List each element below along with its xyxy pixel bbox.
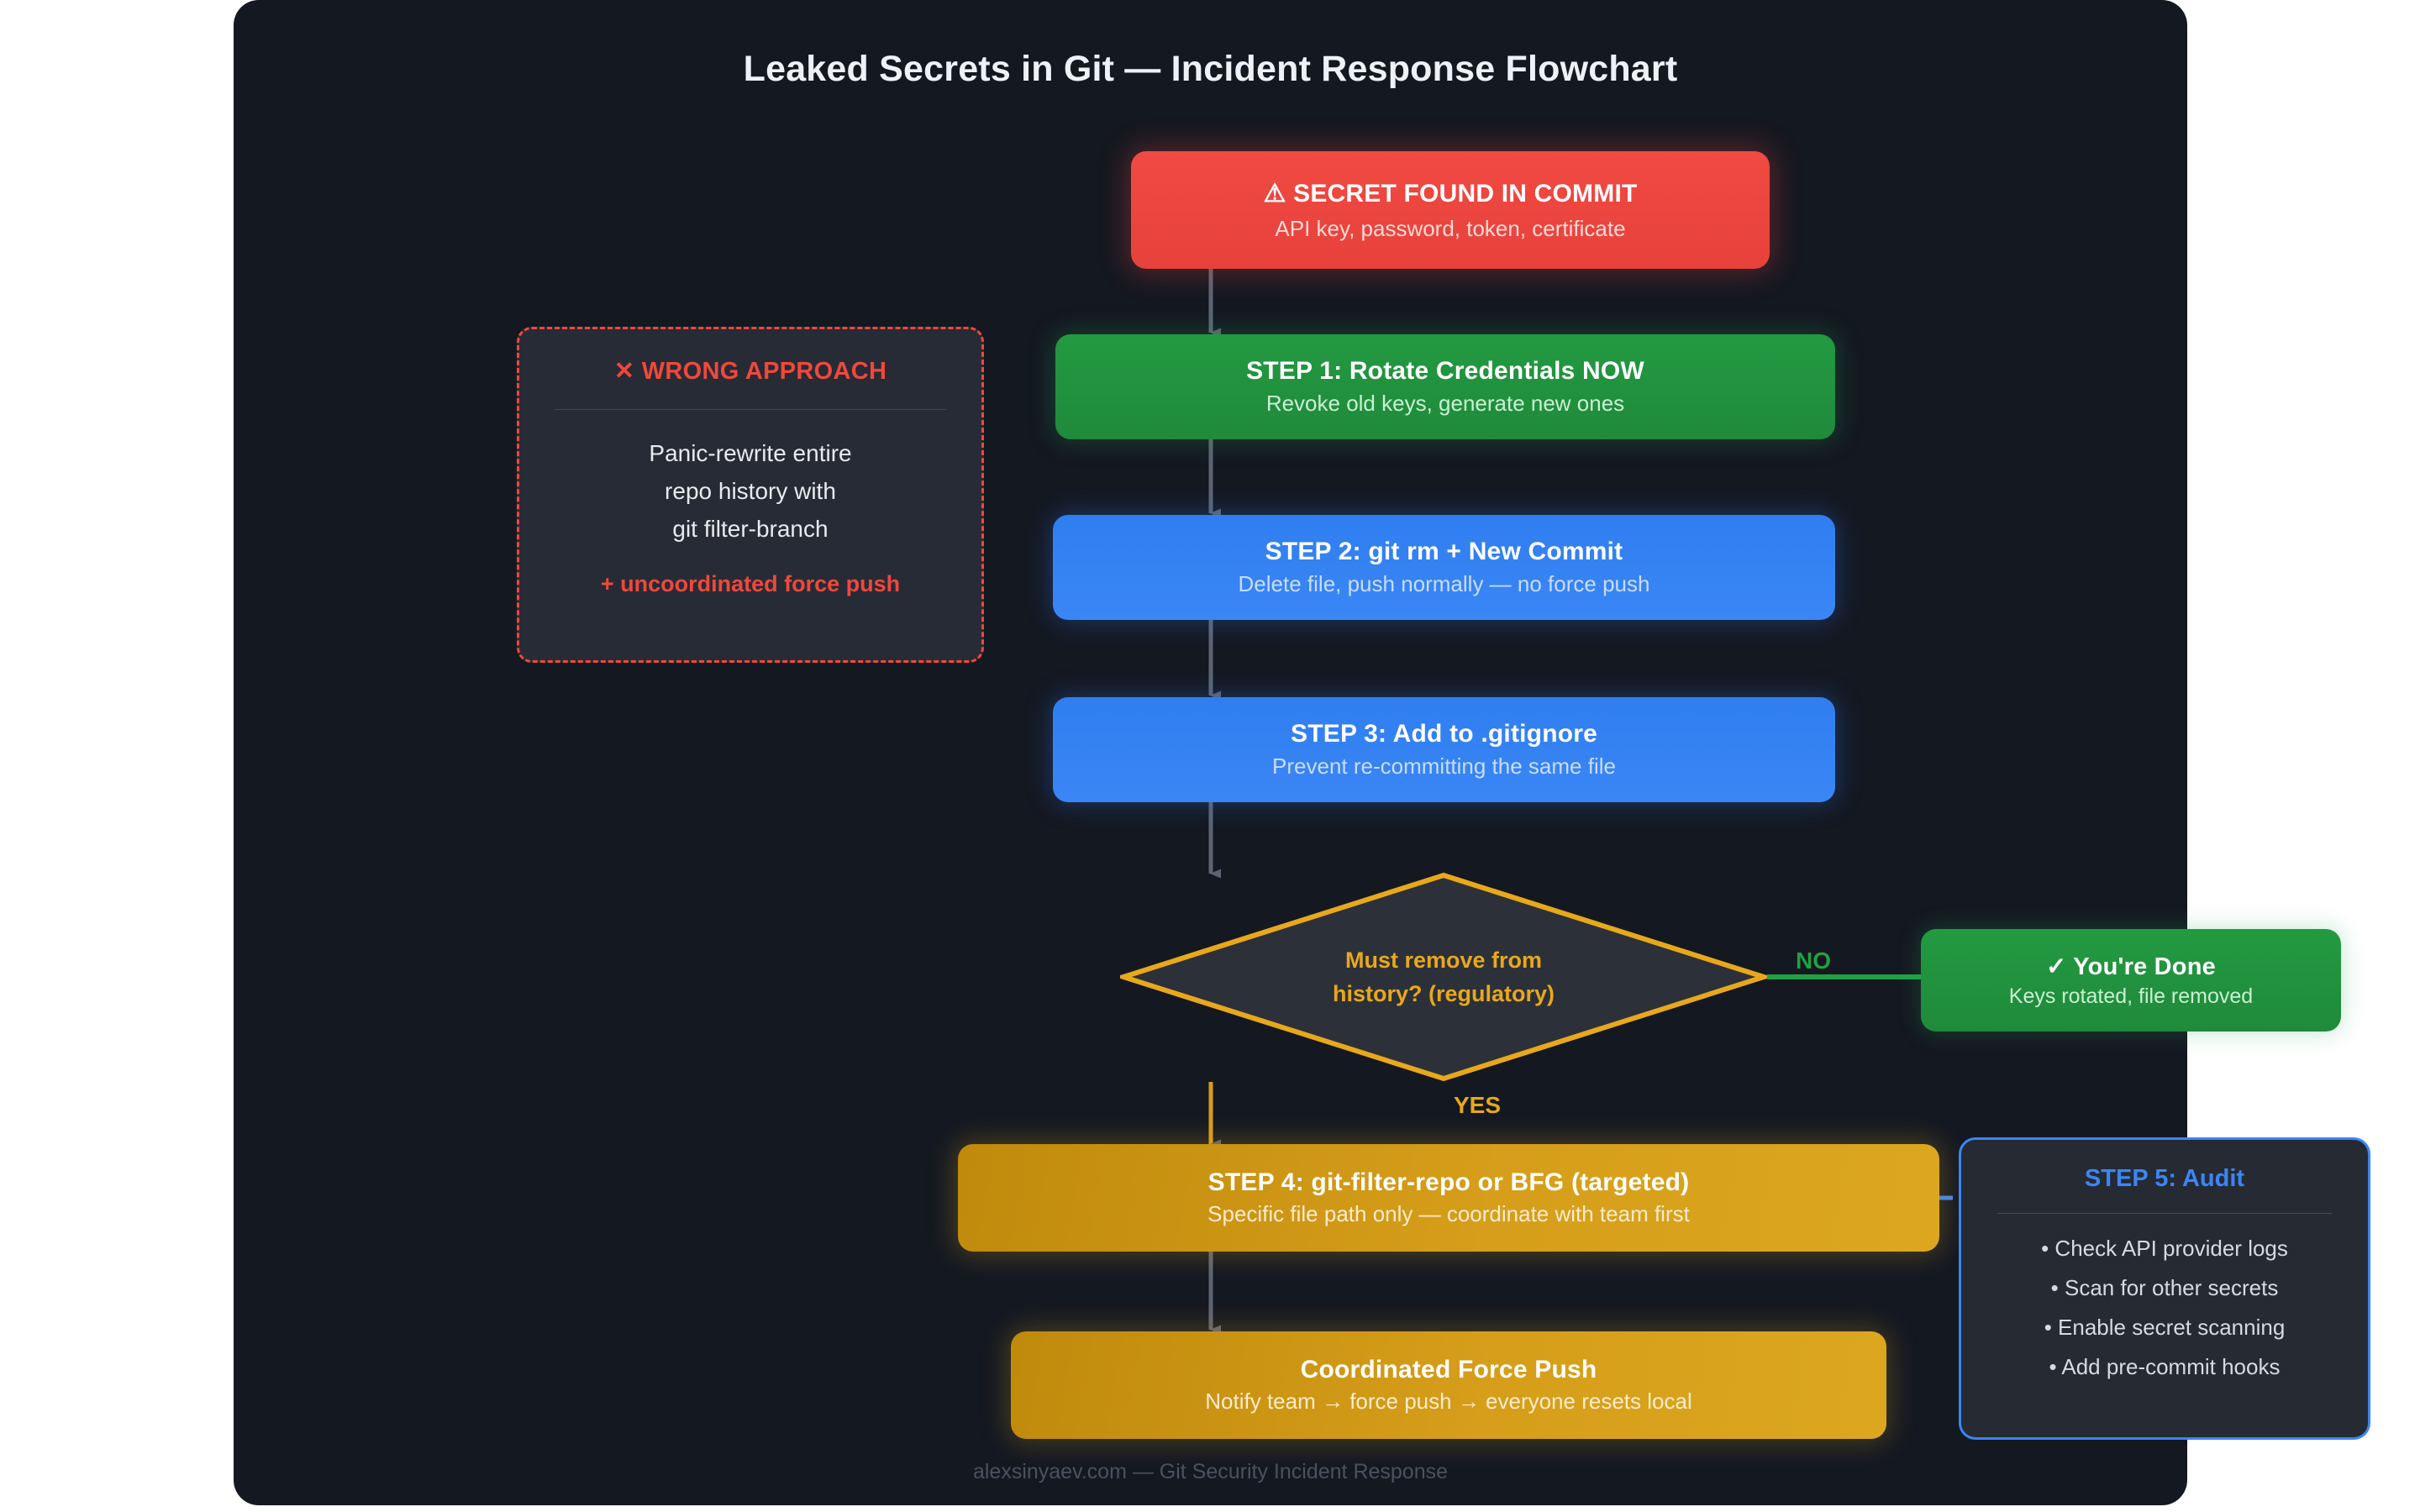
audit-divider <box>1997 1213 2332 1214</box>
done-title: ✓ You're Done <box>2046 953 2216 980</box>
audit-item: • Scan for other secrets <box>2050 1275 2279 1300</box>
wrong-approach-divider <box>555 409 946 410</box>
node-step-4-git-filter-repo[interactable]: STEP 4: git-filter-repo or BFG (targeted… <box>958 1144 1939 1252</box>
step4-subtitle: Specific file path only — coordinate wit… <box>1207 1201 1690 1226</box>
step3-title: STEP 3: Add to .gitignore <box>1291 720 1597 748</box>
node-step-1-rotate-credentials[interactable]: STEP 1: Rotate Credentials NOW Revoke ol… <box>1055 334 1835 439</box>
edge-label-yes: YES <box>1454 1092 1502 1118</box>
step4-title: STEP 4: git-filter-repo or BFG (targeted… <box>1207 1168 1690 1196</box>
wrong-approach-footer: + uncoordinated force push <box>600 571 901 597</box>
step1-title: STEP 1: Rotate Credentials NOW <box>1246 357 1644 385</box>
audit-item-list: • Check API provider logs • Scan for oth… <box>2041 1236 2288 1380</box>
audit-title: STEP 5: Audit <box>2084 1165 2245 1192</box>
wrong-approach-body: Panic-rewrite entire repo history with g… <box>649 435 851 548</box>
node-step-2-git-rm-new-commit[interactable]: STEP 2: git rm + New Commit Delete file,… <box>1053 515 1835 620</box>
force-push-title: Coordinated Force Push <box>1300 1356 1597 1383</box>
footer-credit: alexsinyaev.com — Git Security Incident … <box>972 1460 1449 1483</box>
step1-subtitle: Revoke old keys, generate new ones <box>1265 391 1625 416</box>
page-title: Leaked Secrets in Git — Incident Respons… <box>743 49 1678 89</box>
done-subtitle: Keys rotated, file removed <box>2008 984 2254 1008</box>
wrong-approach-line-1: Panic-rewrite entire <box>649 440 852 466</box>
alert-title: ⚠ SECRET FOUND IN COMMIT <box>1263 179 1638 207</box>
audit-item: • Check API provider logs <box>2041 1236 2288 1261</box>
force-push-subtitle: Notify team → force push → everyone rese… <box>1205 1389 1692 1414</box>
audit-item: • Enable secret scanning <box>2044 1315 2286 1340</box>
audit-item: • Add pre-commit hooks <box>2049 1354 2281 1379</box>
wrong-approach-line-3: git filter-branch <box>672 515 829 542</box>
node-step-3-add-to-gitignore[interactable]: STEP 3: Add to .gitignore Prevent re-com… <box>1053 697 1835 802</box>
card-step-5-audit: STEP 5: Audit • Check API provider logs … <box>1959 1137 2370 1440</box>
wrong-approach-line-2: repo history with <box>665 477 836 504</box>
step2-subtitle: Delete file, push normally — no force pu… <box>1238 571 1650 596</box>
node-decision-must-remove-history[interactable]: Must remove from history? (regulatory) <box>1120 872 1767 1082</box>
step3-subtitle: Prevent re-committing the same file <box>1272 753 1616 779</box>
card-wrong-approach: ✕ WRONG APPROACH Panic-rewrite entire re… <box>517 327 984 663</box>
step2-title: STEP 2: git rm + New Commit <box>1265 538 1623 565</box>
alert-node-secret-found[interactable]: ⚠ SECRET FOUND IN COMMIT API key, passwo… <box>1131 151 1770 269</box>
alert-subtitle: API key, password, token, certificate <box>1275 215 1626 241</box>
node-youre-done[interactable]: ✓ You're Done Keys rotated, file removed <box>1921 929 2341 1032</box>
edge-label-no: NO <box>1796 948 1831 974</box>
flowchart-canvas: Leaked Secrets in Git — Incident Respons… <box>234 0 2370 1505</box>
diamond-shape <box>1120 872 1767 1082</box>
wrong-approach-title: ✕ WRONG APPROACH <box>613 358 887 385</box>
node-coordinated-force-push[interactable]: Coordinated Force Push Notify team → for… <box>1011 1331 1886 1439</box>
